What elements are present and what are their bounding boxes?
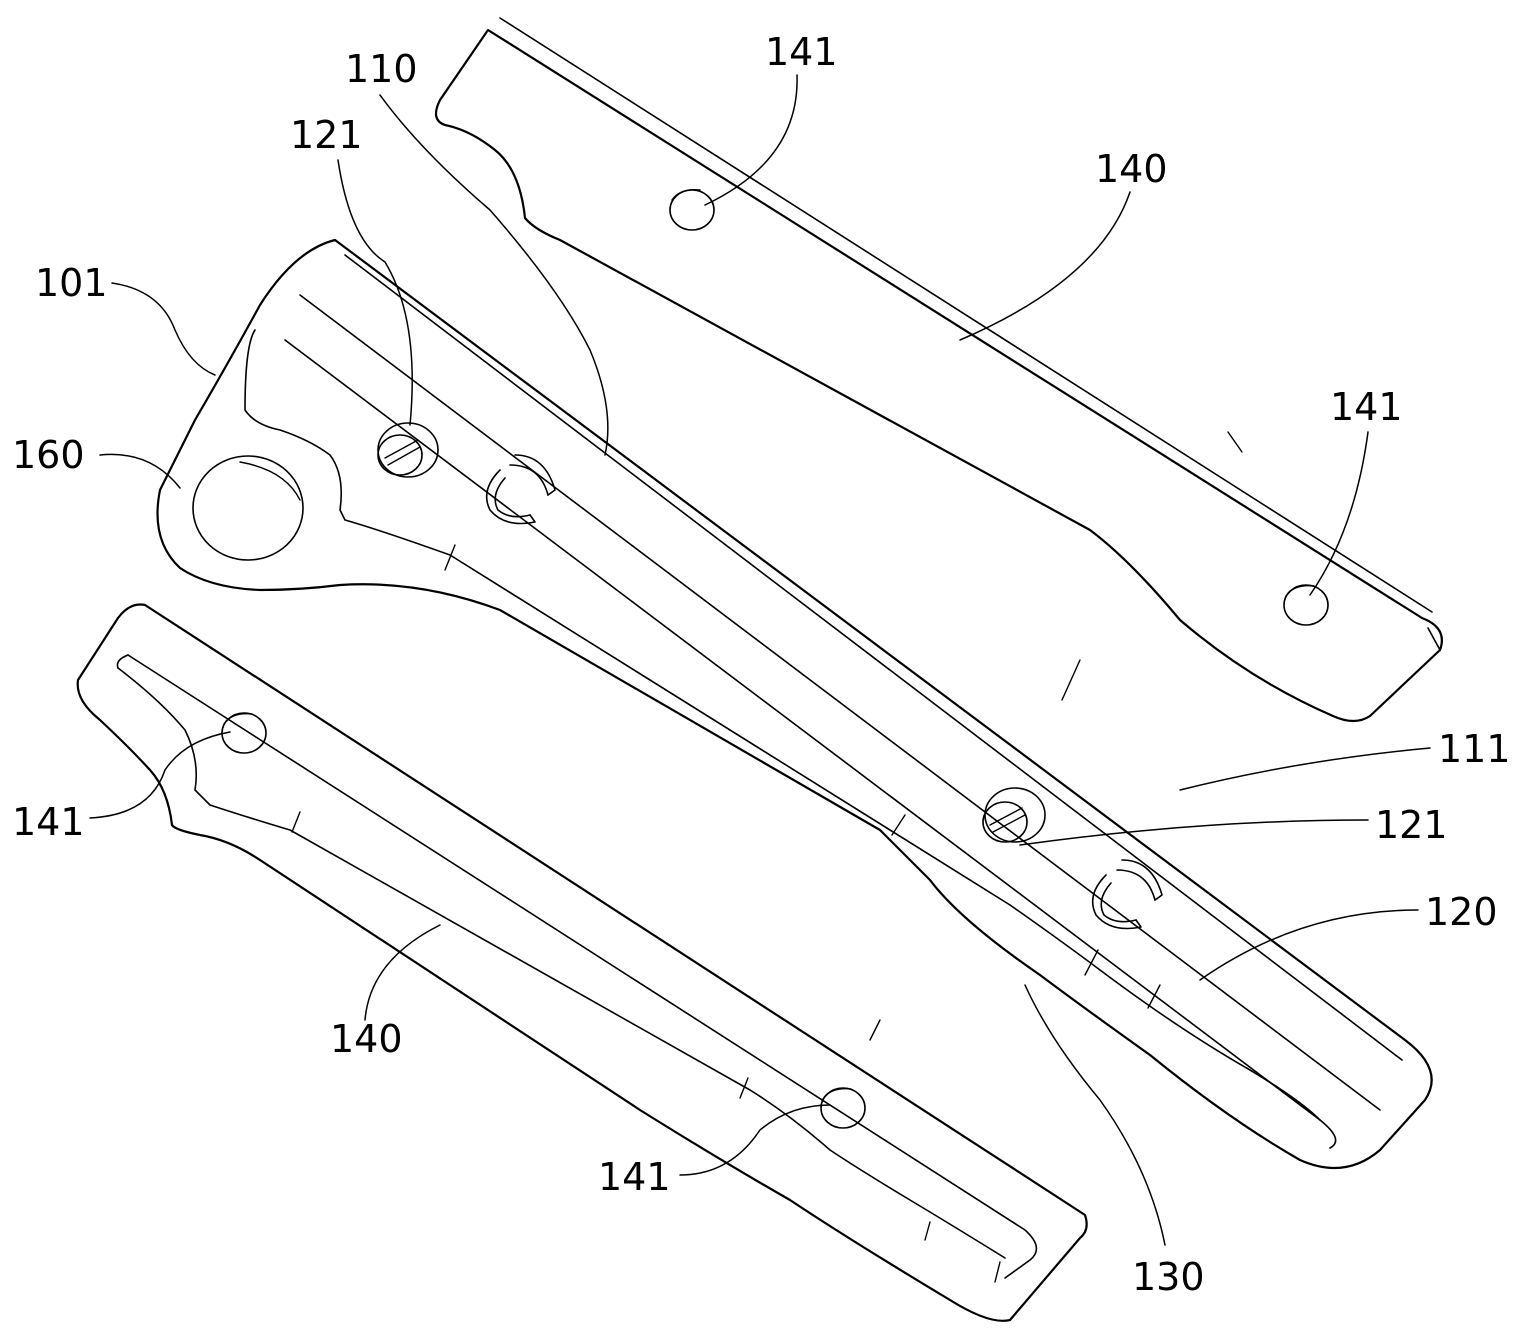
label-130: 130 <box>1132 1255 1205 1299</box>
label-111: 111 <box>1438 727 1511 771</box>
label-140-bottom: 140 <box>330 1017 403 1061</box>
pin-hole-top-right <box>1283 584 1329 626</box>
pin-hole-top-left <box>669 189 715 231</box>
spring-clip-right <box>1091 859 1163 930</box>
label-141-left: 141 <box>12 800 85 844</box>
leader-lines <box>89 74 1431 1246</box>
label-141-right: 141 <box>1330 385 1403 429</box>
pivot-screw-right <box>982 787 1046 843</box>
spring-clip-left <box>485 454 556 525</box>
label-141-top: 141 <box>765 30 838 74</box>
label-121-right: 121 <box>1375 803 1448 847</box>
top-handle-scale <box>434 17 1443 723</box>
label-141-bottom: 141 <box>598 1155 671 1199</box>
reference-labels: 141 110 121 140 101 160 141 111 121 120 … <box>12 30 1511 1299</box>
bottom-handle-scale <box>76 603 1088 1322</box>
label-140-top: 140 <box>1095 147 1168 191</box>
label-101: 101 <box>35 261 108 305</box>
label-120: 120 <box>1425 890 1498 934</box>
label-121-top: 121 <box>290 113 363 157</box>
pin-hole-bottom-right <box>820 1087 866 1129</box>
pivot-screw-left <box>377 422 439 478</box>
label-110: 110 <box>345 47 418 91</box>
label-160: 160 <box>12 433 85 477</box>
lanyard-hole <box>192 455 304 561</box>
liner-frame <box>156 238 1433 1170</box>
